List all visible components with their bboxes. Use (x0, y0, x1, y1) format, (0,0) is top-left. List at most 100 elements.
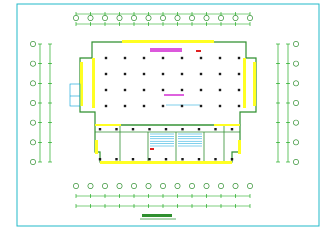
structural-column (164, 158, 168, 161)
structural-column (123, 88, 127, 92)
structural-column (98, 128, 102, 131)
structural-column (180, 72, 184, 76)
structural-column (218, 72, 222, 76)
structural-column (142, 56, 146, 60)
dimension-lines (38, 12, 290, 208)
structural-column (148, 128, 151, 131)
structural-column (131, 128, 135, 131)
axis-bubble (116, 183, 123, 189)
axis-bubble (293, 139, 299, 146)
structural-column (218, 104, 222, 108)
structural-column (199, 56, 203, 60)
structural-column (161, 72, 165, 76)
axis-bubble (116, 15, 123, 21)
structural-column (181, 158, 184, 161)
axis-bubble (30, 60, 36, 67)
structural-column (180, 104, 184, 108)
axis-bubble (131, 15, 137, 21)
axis-bubble (30, 119, 36, 126)
structural-column (161, 56, 165, 60)
axis-bubble (247, 183, 253, 189)
wall-fill-left-wing (80, 62, 83, 106)
axis-bubble (293, 41, 299, 47)
structural-column (164, 128, 168, 131)
room-label-block (164, 94, 184, 96)
structural-column (142, 104, 146, 108)
axis-bubble (293, 60, 299, 67)
structural-column (230, 158, 234, 161)
structural-column (230, 128, 234, 131)
column-grid (98, 56, 241, 161)
structural-column (218, 56, 222, 60)
structural-column (237, 56, 241, 60)
structural-column (214, 128, 217, 131)
axis-bubble (30, 100, 36, 106)
structural-column (104, 104, 108, 108)
axis-bubble (218, 183, 224, 189)
axis-bubble (160, 183, 166, 189)
structural-column (142, 72, 146, 76)
axis-bubble (232, 183, 239, 189)
room-label-block (150, 48, 182, 52)
paper-background (0, 0, 326, 232)
axis-bubble (102, 15, 108, 21)
wall-fill-bottom (100, 161, 232, 164)
structural-column (180, 88, 184, 92)
structural-column (199, 104, 203, 108)
structural-column (142, 88, 146, 92)
wall-fill-right-wing (253, 62, 256, 106)
axis-bubble (160, 15, 166, 21)
axis-bubble (73, 15, 79, 21)
structural-column (104, 88, 108, 92)
axis-bubble (247, 15, 253, 21)
structural-column (197, 158, 201, 161)
axis-bubble (203, 183, 210, 189)
axis-bubble (87, 15, 94, 21)
axis-bubble (131, 183, 137, 189)
structural-column (197, 128, 201, 131)
structural-column (123, 56, 127, 60)
axis-bubble (203, 15, 210, 21)
wall-fill-top (122, 40, 214, 43)
structural-column (237, 88, 241, 92)
structural-column (237, 72, 241, 76)
structural-column (161, 88, 165, 92)
structural-column (131, 158, 135, 161)
axis-bubble (218, 15, 224, 21)
structural-column (161, 104, 165, 108)
wall-fill-lower-left (95, 140, 98, 154)
wall-fill-mid (214, 124, 240, 126)
wall-fill-mid (95, 124, 121, 126)
structural-column (115, 128, 118, 131)
structural-column (181, 128, 184, 131)
axis-bubble (73, 183, 79, 189)
axis-bubble (293, 159, 299, 165)
axis-bubbles (30, 15, 299, 189)
drawing-frame (16, 3, 320, 227)
axis-bubble (174, 183, 181, 189)
axis-bubble (30, 41, 36, 47)
structural-column (115, 158, 118, 161)
structural-column (104, 72, 108, 76)
structural-column (180, 56, 184, 60)
axis-bubble (293, 100, 299, 106)
axis-bubble (174, 15, 181, 21)
marker (196, 50, 201, 52)
stair-hatching (150, 133, 202, 147)
axis-bubble (189, 15, 195, 21)
axis-bubble (189, 183, 195, 189)
structural-column (98, 158, 102, 161)
structural-column (148, 158, 151, 161)
structural-column (218, 88, 222, 92)
structural-column (214, 158, 217, 161)
structural-column (237, 104, 241, 108)
structural-column (199, 72, 203, 76)
building-plan (69, 40, 257, 164)
axis-bubble (232, 15, 239, 21)
wall-fill-right (243, 58, 246, 108)
axis-bubble (30, 159, 36, 165)
wall-fill-left (92, 58, 95, 108)
wall-fill-lower-right (238, 140, 241, 154)
axis-bubble (145, 183, 152, 189)
hatch-strip (69, 83, 81, 107)
